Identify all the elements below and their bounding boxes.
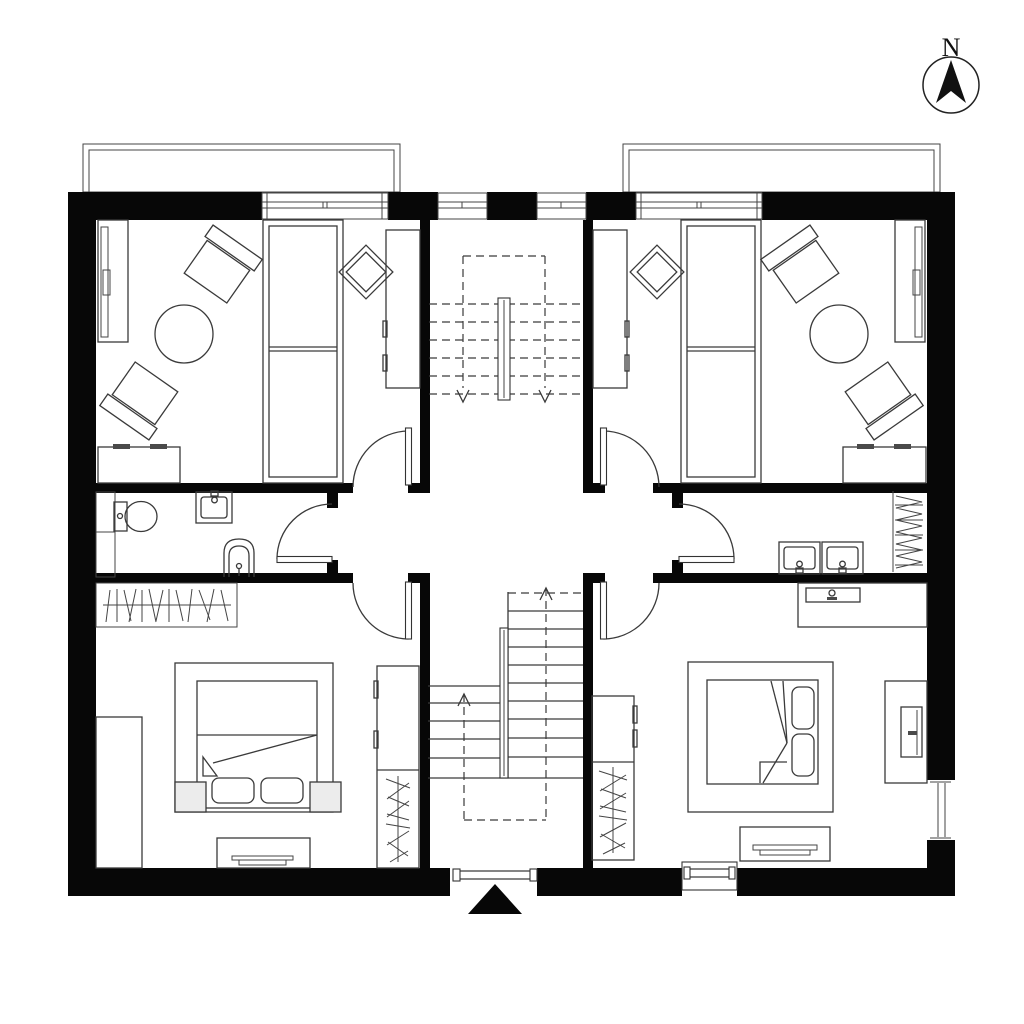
double-bed — [687, 661, 834, 813]
wall-cabinet — [95, 491, 116, 578]
window-right-wall — [930, 781, 951, 839]
pillow — [260, 777, 304, 804]
hatched-wardrobe — [373, 665, 420, 869]
desk — [382, 229, 421, 389]
bedroom-bottom-left — [95, 582, 420, 869]
arrow-down-icon — [538, 389, 552, 404]
desk — [592, 229, 630, 389]
armchair — [844, 361, 925, 441]
staircase-upper — [429, 255, 582, 404]
wall-panel — [894, 219, 926, 343]
dresser — [842, 444, 927, 484]
door-inset-right-unit — [681, 861, 738, 891]
bidet — [223, 538, 255, 577]
bench — [739, 826, 831, 862]
armchair — [759, 224, 840, 304]
armchair — [183, 224, 264, 304]
wardrobe-plain — [95, 716, 143, 869]
wall-panel — [97, 219, 129, 343]
arrow-up-icon — [539, 586, 553, 601]
entrance-threshold — [452, 868, 538, 882]
washbasin-1 — [778, 541, 821, 575]
hatched-closet — [95, 582, 238, 628]
pillow — [791, 733, 815, 777]
washbasin-2 — [821, 541, 864, 575]
bathroom-left — [95, 490, 255, 578]
desk-chair — [629, 244, 685, 300]
door-bathroom-left — [276, 503, 333, 564]
door-bottom-right-bedroom — [599, 581, 660, 640]
tv-cabinet — [884, 680, 928, 784]
pillow — [211, 777, 255, 804]
round-table — [154, 304, 214, 364]
walls — [68, 192, 955, 896]
door-top-left-bedroom — [352, 427, 413, 488]
bedroom-top-left — [97, 219, 421, 484]
arrow-down-icon — [456, 389, 470, 404]
nightstand — [309, 781, 342, 813]
desk-chair — [338, 244, 394, 300]
dresser — [97, 444, 181, 484]
door-top-right-bedroom — [599, 427, 660, 488]
bench — [216, 837, 311, 869]
armchair — [98, 361, 179, 441]
arrow-up-icon — [457, 692, 471, 707]
bedroom-top-right — [592, 219, 927, 484]
round-table — [809, 304, 869, 364]
single-bed — [262, 219, 344, 484]
vanity-desk — [797, 582, 928, 628]
compass: N — [922, 33, 980, 114]
door-bottom-left-bedroom — [352, 581, 413, 640]
compass-circle — [922, 56, 980, 114]
hatched-wardrobe — [591, 695, 638, 861]
compass-label: N — [942, 33, 961, 62]
window-top-right-bedroom — [635, 192, 763, 220]
window-top-left-bedroom — [261, 192, 389, 220]
washbasin — [195, 490, 233, 524]
double-bed — [174, 662, 342, 813]
bedroom-bottom-right — [591, 582, 928, 862]
north-arrow-icon — [936, 60, 966, 103]
staircase-lower — [428, 586, 583, 821]
entrance-arrow-icon — [468, 884, 522, 914]
pillow — [791, 686, 815, 730]
nightstand — [174, 781, 207, 813]
toilet — [113, 500, 158, 533]
window-stair-left — [437, 192, 488, 220]
radiator-hatched — [892, 491, 923, 572]
bathroom-right — [778, 491, 923, 575]
single-bed — [680, 219, 762, 484]
window-stair-right — [536, 192, 587, 220]
balcony-left — [82, 143, 401, 193]
door-bathroom-right — [678, 503, 735, 564]
balcony-right — [622, 143, 941, 193]
